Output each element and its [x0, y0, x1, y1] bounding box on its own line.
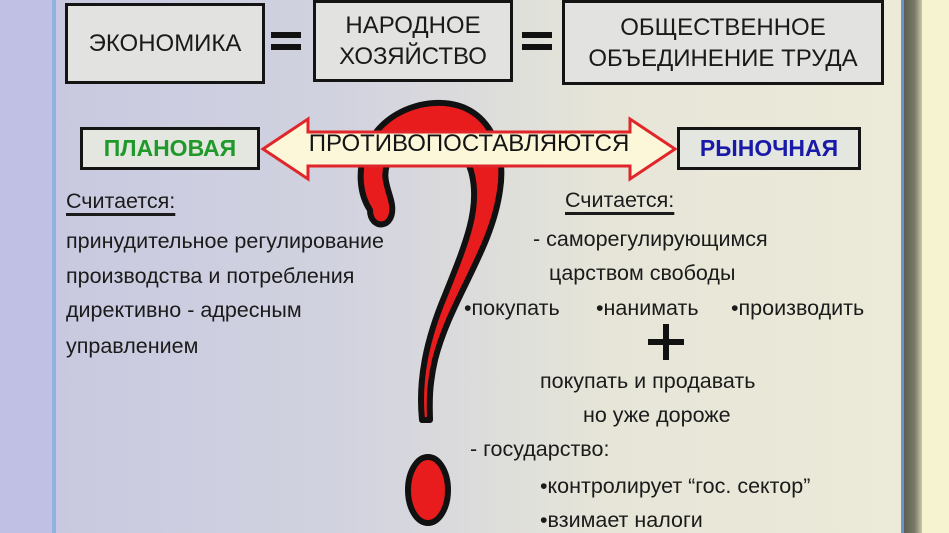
market-line-freedom: царством свободы — [549, 261, 736, 285]
market-economy-tag: РЫНОЧНАЯ — [677, 127, 861, 170]
social-labor-line1: ОБЩЕСТВЕННОЕ — [620, 13, 826, 41]
right-background — [922, 0, 949, 533]
market-action-produce: •производить — [731, 296, 865, 320]
national-economy-line1: НАРОДНОЕ — [345, 12, 481, 39]
equals-sign-1 — [271, 30, 301, 52]
economics-label: ЭКОНОМИКА — [88, 30, 242, 57]
double-arrow-icon — [260, 116, 678, 182]
social-labor-box: ОБЩЕСТВЕННОЕ ОБЪЕДИНЕНИЕ ТРУДА — [562, 0, 884, 85]
planned-line: директивно - адресным — [66, 298, 302, 322]
slide-shadow — [904, 0, 922, 533]
market-action-buy: •покупать — [464, 296, 560, 320]
contrasted-label: ПРОТИВОПОСТАВЛЯЮТСЯ — [308, 130, 630, 157]
left-background — [0, 0, 52, 533]
economics-box: ЭКОНОМИКА — [65, 3, 265, 84]
market-bullet-controls: •контролирует “гос. сектор” — [540, 474, 811, 498]
planned-heading: Считается: — [66, 189, 176, 213]
planned-line: производства и потребления — [66, 264, 355, 288]
market-economy-label: РЫНОЧНАЯ — [699, 135, 839, 161]
market-line-self-regulating: - саморегулирующимся — [533, 227, 768, 251]
market-action-hire: •нанимать — [596, 296, 699, 320]
market-heading: Считается: — [565, 188, 675, 212]
national-economy-box: НАРОДНОЕ ХОЗЯЙСТВО — [313, 0, 513, 82]
social-labor-line2: ОБЪЕДИНЕНИЕ ТРУДА — [588, 44, 858, 72]
slide — [52, 0, 904, 533]
market-bullet-taxes: •взимает налоги — [540, 508, 703, 532]
planned-line: управлением — [66, 334, 199, 358]
equals-sign-2 — [522, 30, 552, 52]
market-line-more-expensive: но уже дороже — [583, 403, 731, 427]
national-economy-line2: ХОЗЯЙСТВО — [339, 43, 487, 70]
planned-economy-label: ПЛАНОВАЯ — [103, 135, 237, 161]
planned-line: принудительное регулирование — [66, 229, 384, 253]
market-line-buy-sell: покупать и продавать — [540, 369, 756, 393]
plus-icon — [648, 324, 684, 360]
market-line-state: - государство: — [470, 437, 610, 461]
planned-economy-tag: ПЛАНОВАЯ — [80, 127, 260, 170]
